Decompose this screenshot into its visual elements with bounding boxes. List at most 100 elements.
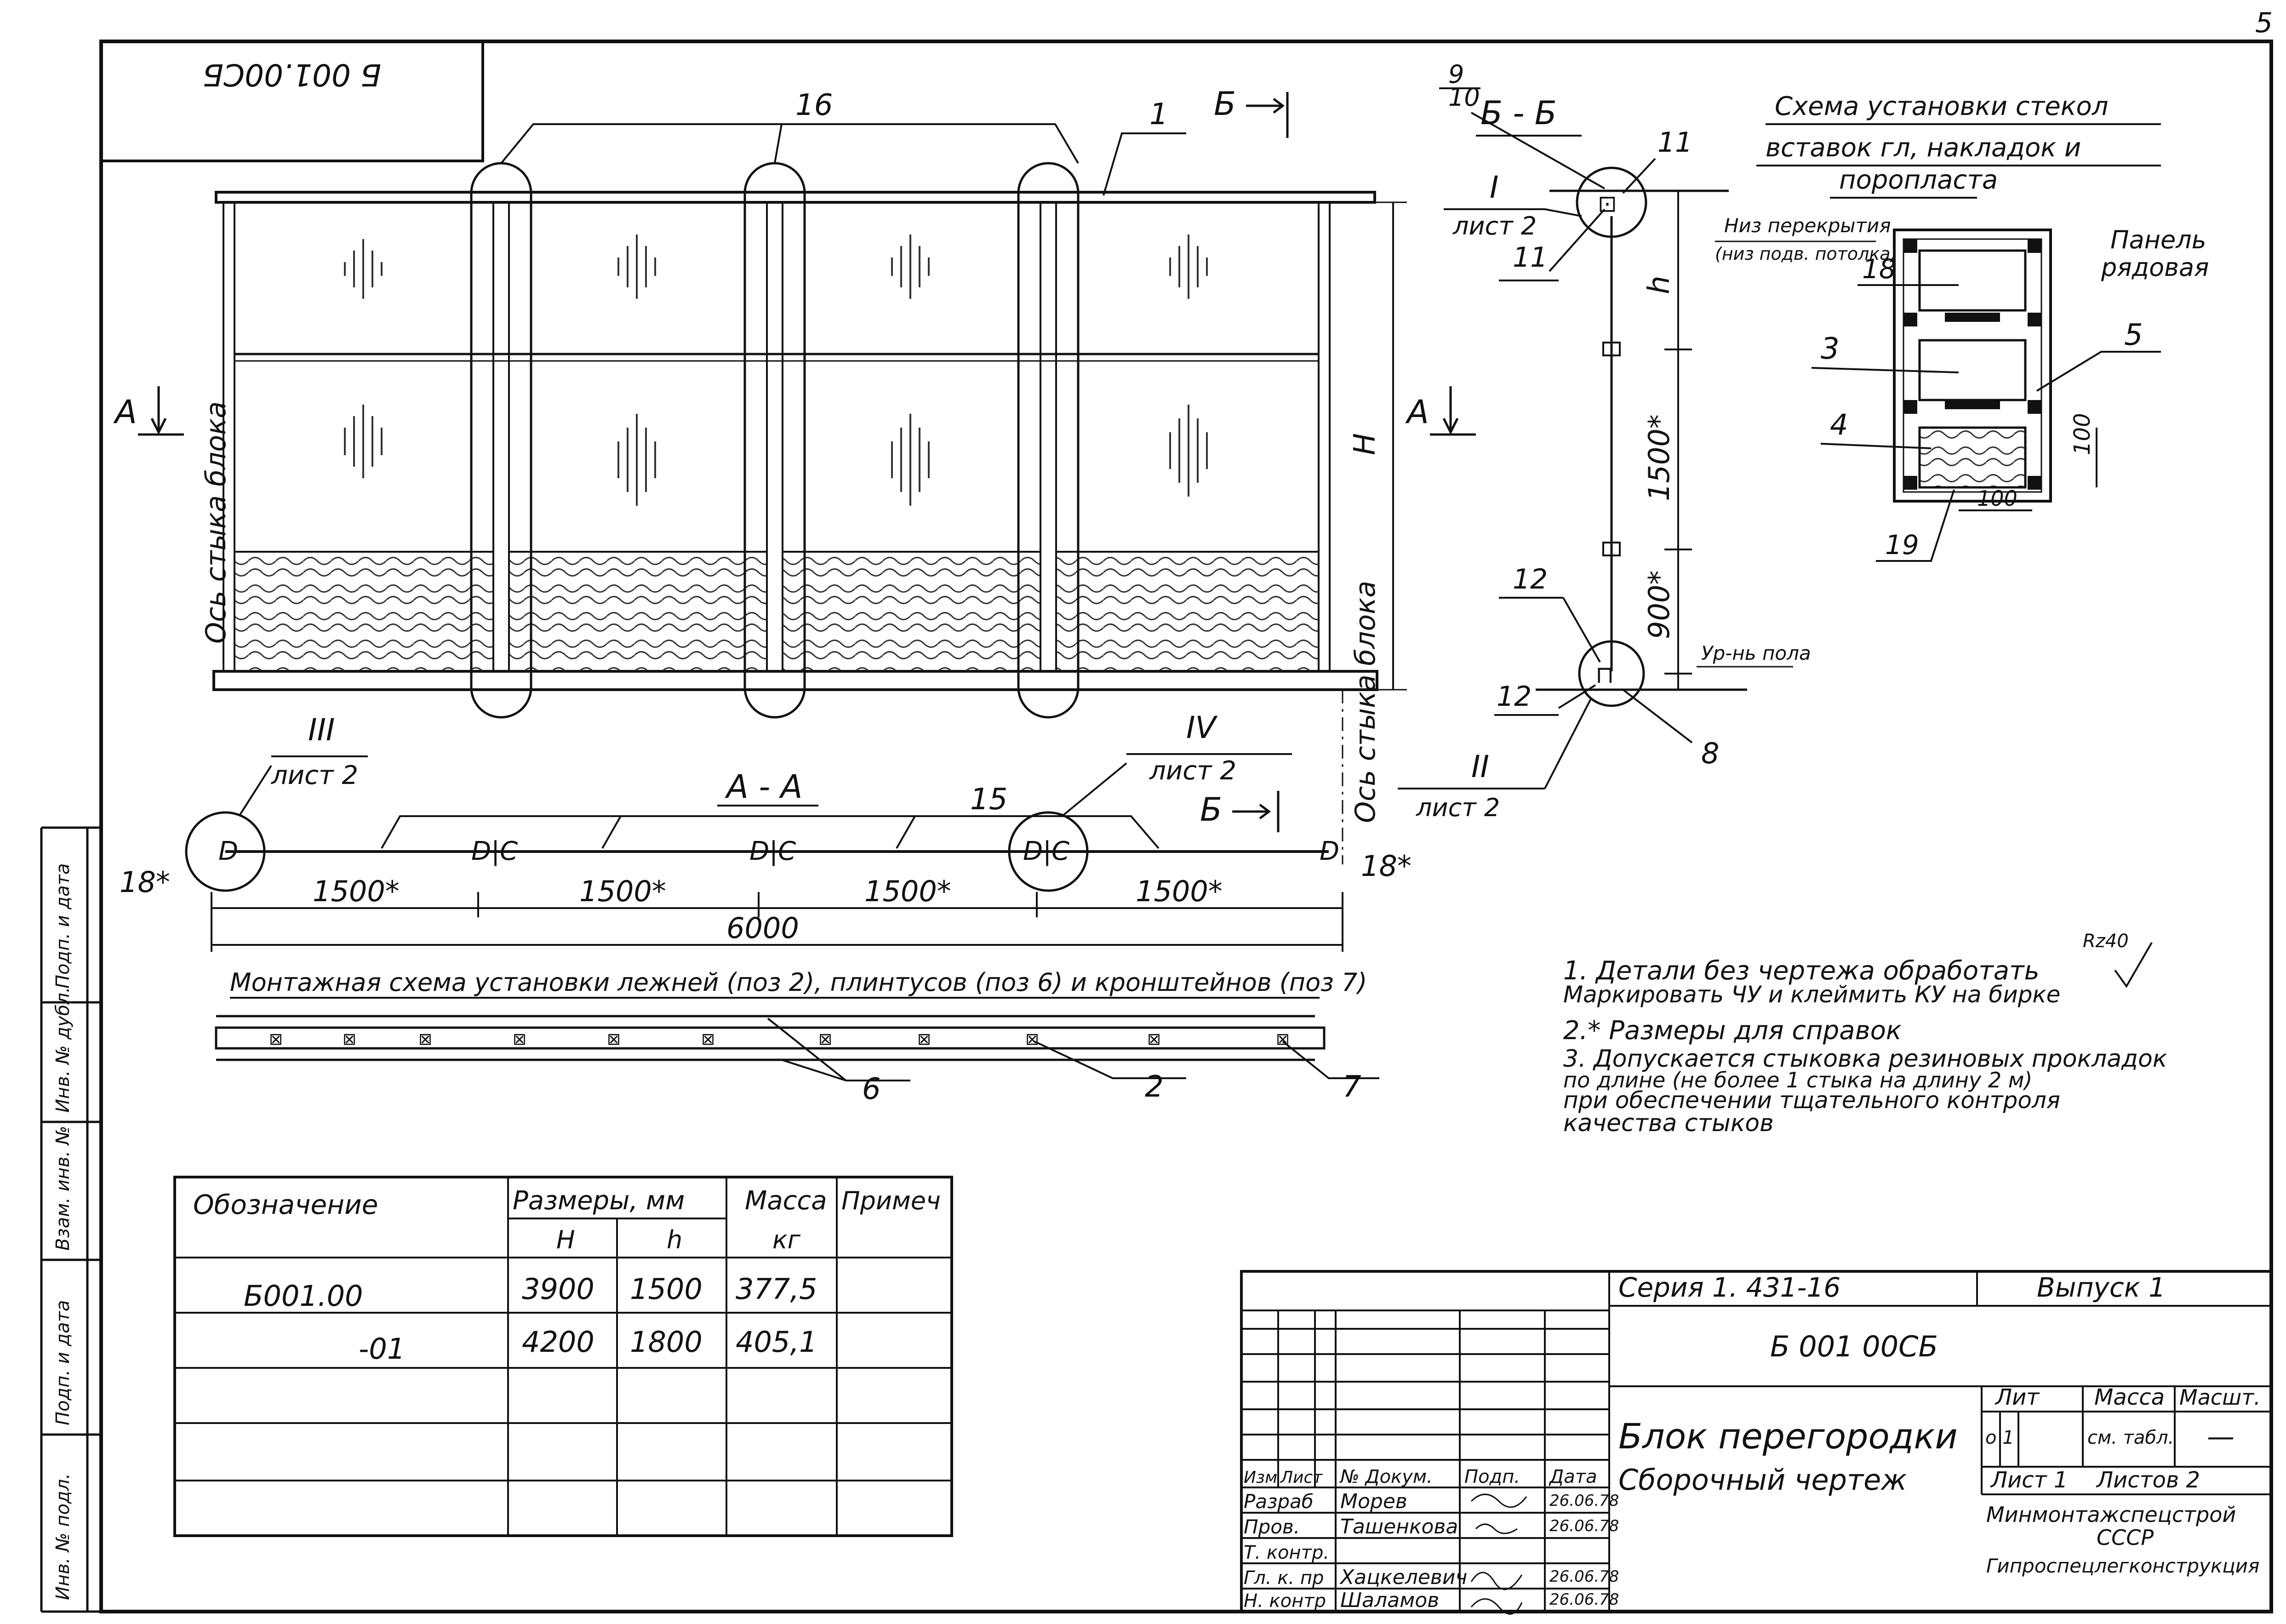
page-number: 5 <box>2255 7 2273 39</box>
dim-h: h <box>1642 275 1676 294</box>
size-table-h-mass: Масса <box>745 1186 827 1216</box>
edge-marker-right: D <box>1320 836 1339 866</box>
side-stamp-grid <box>40 826 101 1613</box>
pos-7-label: 7 <box>1343 1070 1361 1104</box>
pos-1-label: 1 <box>1149 97 1168 132</box>
glazing-title-2: вставок гл, накладок и <box>1766 133 2081 163</box>
ceiling-note-1: Низ перекрытия <box>1724 214 1891 237</box>
top-stamp-code: Б 001.00СБ <box>203 57 382 92</box>
org-line-3: Гипроспецлегконструкция <box>1986 1555 2259 1577</box>
sig-role-1: Пров. <box>1244 1515 1300 1538</box>
leader-8 <box>1622 689 1693 743</box>
sheet-number: Лист 1 <box>1990 1467 2068 1493</box>
size-table-h-designation: Обозначение <box>193 1189 378 1220</box>
joint-marker-2: D|C <box>749 836 796 866</box>
sig-role-2: Т. контр. <box>1244 1542 1329 1563</box>
leader-12a <box>1562 597 1601 663</box>
leader-11a <box>1622 158 1656 194</box>
middle-glass <box>1918 339 2027 401</box>
span-2: 1500* <box>579 875 666 908</box>
sig-date-0: 26.06.78 <box>1549 1492 1619 1510</box>
leader-11b <box>1549 208 1606 272</box>
title-block-frame <box>1240 1270 2273 1613</box>
sig-header-sign: Подп. <box>1464 1466 1520 1487</box>
size-table-row: -01 4200 1800 405,1 <box>359 1325 817 1366</box>
sheet-frame <box>99 40 2273 1613</box>
bracket: ⊠ <box>513 1030 526 1049</box>
section-a-right: А <box>1405 393 1429 431</box>
handwritten-signatures <box>1470 1493 1527 1615</box>
row-designation: Б001.00 <box>244 1279 363 1313</box>
sig-header-date: Дата <box>1549 1466 1597 1487</box>
size-table-sub-h: h <box>667 1225 682 1254</box>
sheets-count: Листов 2 <box>2096 1467 2200 1493</box>
sig-role-3: Гл. к. пр <box>1244 1567 1324 1589</box>
pos-6-label: 6 <box>862 1072 881 1106</box>
section-a-right-arrow <box>1430 386 1476 436</box>
note-line-7: качества стыков <box>1563 1109 1774 1137</box>
size-table-sub-H: Н <box>556 1225 575 1254</box>
section-a-left-arrow <box>138 386 184 436</box>
note-line-4: 3. Допускается стыковка резиновых прокла… <box>1563 1045 2167 1073</box>
ref-10: 10 <box>1448 83 1480 112</box>
wood-panel-4 <box>1055 551 1320 672</box>
span-1: 1500* <box>313 875 400 908</box>
lower-wood-panel <box>1918 426 2027 489</box>
sig-header-list: Лист <box>1280 1468 1323 1487</box>
note-line-5: по длине (не более 1 стыка на длину 2 м) <box>1563 1068 2032 1092</box>
leader-5 <box>2036 351 2161 392</box>
pos-2-label: 2 <box>1145 1070 1164 1104</box>
floor-note: Ур-нь пола <box>1701 642 1811 664</box>
leader-1 <box>1103 132 1186 196</box>
ref-9: 9 <box>1448 60 1464 89</box>
panel-gaskets <box>1903 239 2041 490</box>
bottom-rail <box>212 670 1378 691</box>
span-4: 1500* <box>1136 875 1223 908</box>
leader-15-b <box>601 816 622 849</box>
size-table-row: Б001.00 3900 1500 377,5 <box>244 1272 817 1313</box>
joint-marker-3: D|C <box>1023 836 1069 866</box>
mullion-3 <box>1040 201 1057 672</box>
brackets: ⊠ ⊠ ⊠ ⊠ ⊠ ⊠ ⊠ ⊠ ⊠ ⊠ ⊠ <box>269 1030 1290 1049</box>
edge-right-dim: 18* <box>1361 849 1412 883</box>
series: Серия 1. 431-16 <box>1618 1272 1840 1303</box>
edge-left-dim: 18* <box>120 865 170 899</box>
roughness-mark: Rz40 <box>2083 931 2129 952</box>
wood-panel-2 <box>508 551 768 672</box>
height-label: H <box>1348 433 1382 455</box>
size-table: Обозначение Размеры, мм Масса Примеч Н h… <box>173 1176 953 1537</box>
issue: Выпуск 1 <box>2037 1272 2166 1303</box>
section-b-top-arrow <box>1246 92 1289 138</box>
section-aa: А - А D|C D|C D|C D D III лист 2 IV лист… <box>120 710 1412 952</box>
sleeper-bar <box>215 1026 1326 1050</box>
row-H: 3900 <box>522 1272 594 1306</box>
sig-role-4: Н. контр <box>1244 1590 1326 1612</box>
dim-100-vertical-label: 100 <box>2069 413 2095 455</box>
node-ii-label: II <box>1471 749 1489 784</box>
title-line-1: Блок перегородки <box>1618 1416 1958 1457</box>
signature-grid <box>1241 1271 1610 1612</box>
size-table-sub-kg: кг <box>772 1225 801 1254</box>
leader-16-mid <box>774 124 783 164</box>
sig-date-1: 26.06.78 <box>1549 1517 1619 1535</box>
section-bb: Б - Б 9 10 ⊡ ⊓ 11 I лист 2 11 Низ перекр… <box>1398 60 1897 822</box>
pos-3: 3 <box>1821 332 1840 366</box>
dim-100-horizontal-label: 100 <box>1977 486 2017 511</box>
stud-joint-2 <box>1602 542 1621 556</box>
node-iii-sheet: лист 2 <box>271 761 358 790</box>
node-iv-circle <box>1008 811 1089 892</box>
note-line-3: 2.* Размеры для справок <box>1563 1016 1902 1046</box>
panel-label-2: рядовая <box>2101 253 2209 282</box>
row-h: 1500 <box>630 1272 703 1306</box>
upper-glass <box>1918 249 2027 312</box>
mullion-1 <box>492 201 510 672</box>
section-bb-title: Б - Б <box>1480 94 1557 132</box>
pos-19: 19 <box>1885 529 1919 560</box>
row-designation: -01 <box>359 1332 405 1366</box>
pos-16-label: 16 <box>795 88 833 122</box>
bracket: ⊠ <box>1147 1030 1161 1049</box>
bracket: ⊠ <box>917 1030 931 1049</box>
joint-marker-1: D|C <box>471 836 518 866</box>
pos-5: 5 <box>2124 318 2143 352</box>
glazing-title-1: Схема установки стекол <box>1775 91 2109 121</box>
